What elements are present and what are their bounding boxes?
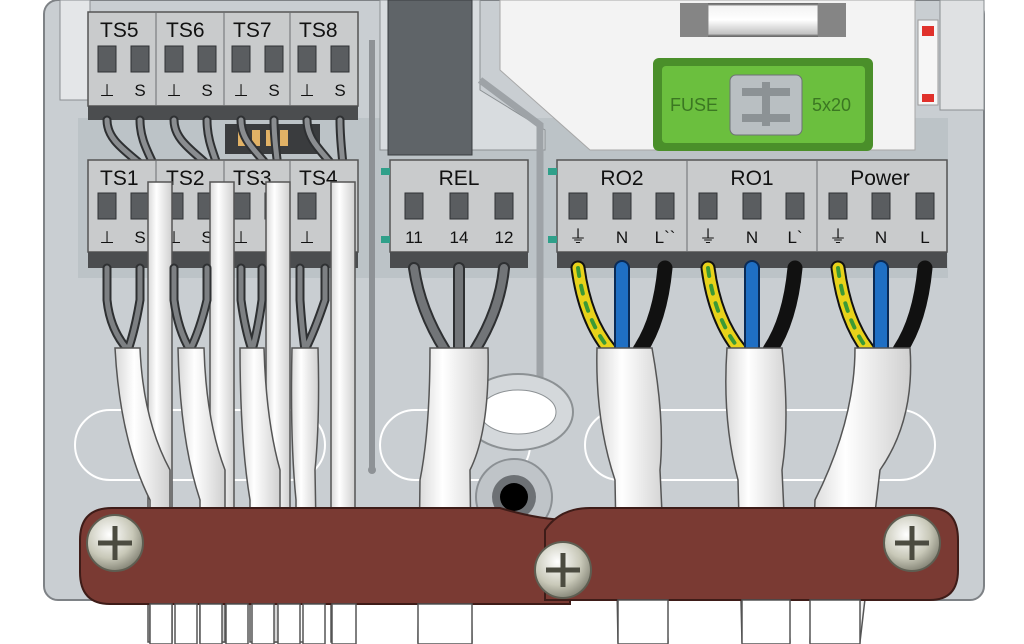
terminal-lever[interactable]	[915, 192, 935, 220]
rel-label: REL	[439, 167, 480, 190]
terminal-lever[interactable]	[742, 192, 762, 220]
terminal-block-rel: REL 11 14 12	[381, 159, 529, 268]
terminal-lever[interactable]	[297, 192, 317, 220]
terminal-label: ⊥	[300, 81, 315, 100]
ro1-label: RO1	[730, 167, 773, 190]
power-wires	[570, 260, 933, 358]
terminal-lever[interactable]	[612, 192, 632, 220]
terminal-label: N	[616, 228, 628, 247]
terminal-label: S	[134, 81, 145, 100]
terminal-block-ts5-ts8: TS5 TS6 TS7 TS8 ⊥ S ⊥ S ⊥ S ⊥ S	[87, 11, 359, 120]
terminal-lever[interactable]	[164, 45, 184, 73]
terminal-label: N	[875, 228, 887, 247]
terminal-label: L`	[787, 228, 802, 247]
clamp-screw-center[interactable]	[534, 541, 592, 599]
ts6-label: TS6	[166, 19, 205, 42]
terminal-label: ⊥	[100, 81, 115, 100]
terminal-lever[interactable]	[330, 45, 350, 73]
terminal-lever[interactable]	[297, 45, 317, 73]
terminal-lever[interactable]	[130, 45, 150, 73]
ts5-label: TS5	[100, 19, 139, 42]
terminal-lever[interactable]	[449, 192, 469, 220]
ts7-label: TS7	[233, 19, 272, 42]
terminal-lever[interactable]	[698, 192, 718, 220]
terminal-label: ⊥	[234, 228, 249, 247]
terminal-lever[interactable]	[871, 192, 891, 220]
ts1-label: TS1	[100, 167, 139, 190]
terminal-label: ⏚	[829, 227, 847, 247]
fuse-label: FUSE	[670, 95, 718, 115]
terminal-lever[interactable]	[231, 45, 251, 73]
ts3-label: TS3	[233, 167, 272, 190]
terminal-label: ⊥	[100, 228, 115, 247]
fuse-holder: FUSE 5x20	[653, 58, 873, 151]
terminal-label: L``	[655, 228, 676, 247]
terminal-lever[interactable]	[568, 192, 588, 220]
terminal-label: ⊥	[234, 81, 249, 100]
ts8-label: TS8	[299, 19, 338, 42]
terminal-lever[interactable]	[494, 192, 514, 220]
terminal-label: S	[201, 81, 212, 100]
power-label: Power	[850, 167, 910, 190]
clamp-screw-left[interactable]	[86, 514, 144, 572]
ts2-label: TS2	[166, 167, 205, 190]
glass-fuse	[680, 3, 846, 37]
terminal-lever[interactable]	[828, 192, 848, 220]
terminal-lever[interactable]	[97, 45, 117, 73]
rel-wires	[408, 262, 510, 356]
clamp-screw-right[interactable]	[883, 514, 941, 572]
terminal-label: 12	[495, 228, 514, 247]
terminal-lever[interactable]	[404, 192, 424, 220]
terminal-lever[interactable]	[130, 192, 150, 220]
terminal-label: S	[201, 228, 212, 247]
terminal-label: ⏚	[699, 227, 717, 247]
ts4-label: TS4	[299, 167, 338, 190]
terminal-label: 11	[405, 228, 423, 247]
terminal-label: L	[920, 228, 929, 247]
terminal-label: N	[746, 228, 758, 247]
strain-relief-clamp	[79, 507, 959, 644]
terminal-label: ⊥	[167, 81, 182, 100]
terminal-block-power: RO2 RO1 Power ⏚ N L`` ⏚ N L` ⏚ N L	[548, 159, 948, 268]
terminal-lever[interactable]	[785, 192, 805, 220]
terminal-lever[interactable]	[655, 192, 675, 220]
terminal-lever[interactable]	[264, 45, 284, 73]
terminal-label: S	[334, 81, 345, 100]
terminal-label: ⏚	[569, 227, 587, 247]
terminal-label: S	[134, 228, 145, 247]
terminal-label: 14	[450, 228, 469, 247]
fuse-size-label: 5x20	[812, 95, 851, 115]
ro2-label: RO2	[600, 167, 643, 190]
terminal-label: S	[268, 81, 279, 100]
terminal-lever[interactable]	[197, 45, 217, 73]
signal-wires-bottom	[102, 263, 330, 355]
terminal-lever[interactable]	[97, 192, 117, 220]
terminal-label: ⊥	[300, 228, 315, 247]
